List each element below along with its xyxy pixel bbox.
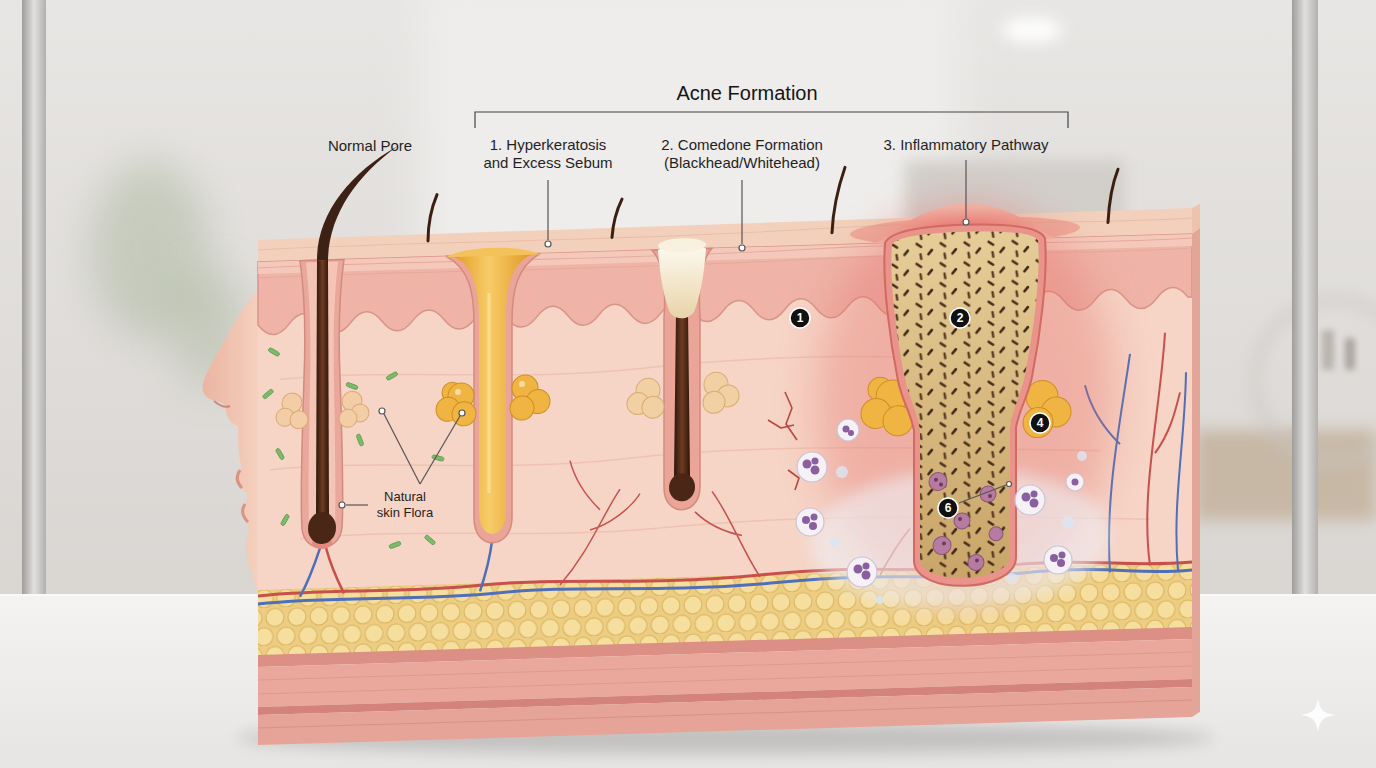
callout-number: 4 xyxy=(1030,413,1050,433)
callout-number: 2 xyxy=(950,308,970,328)
section-heading: 2. Comedone Formation (Blackhead/Whitehe… xyxy=(656,136,828,172)
section-heading: Normal Pore xyxy=(305,137,435,155)
part-label: Natural skin Flora xyxy=(373,489,437,520)
callout-number: 6 xyxy=(938,498,958,518)
section-heading: 3. Inflammatory Pathway xyxy=(861,136,1071,154)
callout-number: 1 xyxy=(790,308,810,328)
diagram-title: Acne Formation xyxy=(617,81,877,105)
section-heading: 1. Hyperkeratosis and Excess Sebum xyxy=(481,136,616,172)
